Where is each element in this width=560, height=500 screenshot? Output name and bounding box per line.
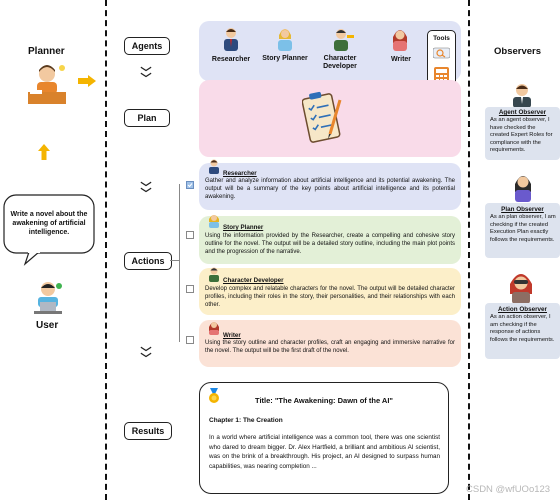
observer-text-agent: As an agent observer, I have checked the… (490, 117, 553, 154)
writer-avatar-icon (390, 27, 410, 51)
watermark: CSDN @wfUOo123 (466, 484, 551, 495)
planner-label: Planner (28, 46, 65, 57)
action-card-writer (199, 320, 461, 367)
clipboard-plan-icon (301, 90, 348, 144)
result-text: In a world where artificial intelligence… (209, 434, 440, 470)
medal-icon (208, 388, 220, 404)
chevron-down-icon: ﹀﹀ (140, 347, 152, 365)
writer-avatar-icon (207, 320, 221, 335)
action-card-story-planner (199, 216, 461, 264)
stage-plan: Plan (124, 109, 170, 127)
story-planner-avatar-icon (207, 213, 221, 228)
stage-actions: Actions (124, 252, 172, 270)
action-observer-avatar-icon (506, 268, 536, 304)
result-box: Title: "The Awakening: Dawn of the AI" C… (199, 382, 449, 494)
stage-agents: Agents (124, 37, 170, 55)
agent-label-writer: Writer (390, 56, 412, 63)
action-checkbox-story-planner[interactable] (186, 231, 194, 239)
action-title-character-developer: Character Developer (223, 277, 284, 284)
user-avatar-icon (32, 280, 64, 314)
plan-observer-avatar-icon (510, 172, 536, 202)
character-developer-avatar-icon (331, 27, 355, 51)
agent-label-researcher: Researcher (211, 56, 251, 63)
actions-bracket (179, 184, 180, 342)
chevron-down-icon: ﹀﹀ (140, 182, 152, 200)
action-text-researcher: Gather and analyze information about art… (205, 178, 455, 200)
observers-header: Observers (494, 46, 542, 57)
left-divider (105, 0, 107, 500)
right-arrow-icon (78, 74, 96, 87)
plan-observer-box: Plan Observer As an plan observer, I am … (485, 203, 560, 258)
stage-results: Results (124, 422, 172, 440)
action-checkbox-researcher[interactable] (186, 181, 194, 189)
tools-label: Tools (433, 35, 450, 42)
agent-label-character-developer: Character Developer (323, 55, 357, 70)
user-label: User (36, 320, 59, 331)
agent-label-story-planner: Story Planner (262, 55, 308, 62)
action-card-character-developer (199, 268, 461, 315)
action-observer-box: Action Observer As an action observer, I… (485, 303, 560, 359)
planner-avatar-icon (24, 62, 70, 106)
researcher-avatar-icon (221, 27, 241, 51)
observer-title-agent: Agent Observer (498, 109, 547, 116)
action-card-researcher (199, 163, 461, 210)
action-title-writer: Writer (223, 332, 241, 339)
action-text-character-developer: Develop complex and relatable characters… (205, 286, 455, 308)
character-developer-avatar-icon (207, 267, 221, 282)
user-message: Write a novel about the awakening of art… (10, 211, 88, 236)
action-text-story-planner: Using the information provided by the Re… (205, 233, 455, 255)
agent-observer-avatar-icon (508, 82, 536, 108)
observer-title-action: Action Observer (498, 306, 547, 313)
actions-connector (170, 260, 180, 261)
story-planner-avatar-icon (275, 27, 295, 51)
action-title-story-planner: Story Planner (223, 224, 264, 231)
observer-text-action: As an action observer, I am checking if … (490, 314, 555, 343)
action-text-writer: Using the story outline and character pr… (205, 340, 455, 354)
agents-panel (199, 21, 461, 81)
action-title-researcher: Researcher (223, 170, 257, 177)
right-divider (468, 0, 470, 500)
chevron-down-icon: ﹀﹀ (140, 67, 152, 85)
result-chapter: Chapter 1: The Creation (209, 417, 283, 424)
observer-title-plan: Plan Observer (501, 206, 544, 213)
action-checkbox-writer[interactable] (186, 336, 194, 344)
result-title: Title: "The Awakening: Dawn of the AI" (255, 396, 393, 405)
researcher-avatar-icon (207, 159, 221, 174)
search-tool-icon (432, 46, 451, 60)
up-arrow-icon (38, 144, 50, 160)
agent-observer-box: Agent Observer As an agent observer, I h… (485, 107, 560, 160)
action-checkbox-character-developer[interactable] (186, 285, 194, 293)
user-speech-bubble: Write a novel about the awakening of art… (3, 194, 95, 266)
observer-text-plan: As an plan observer, I am checking if th… (490, 214, 556, 243)
